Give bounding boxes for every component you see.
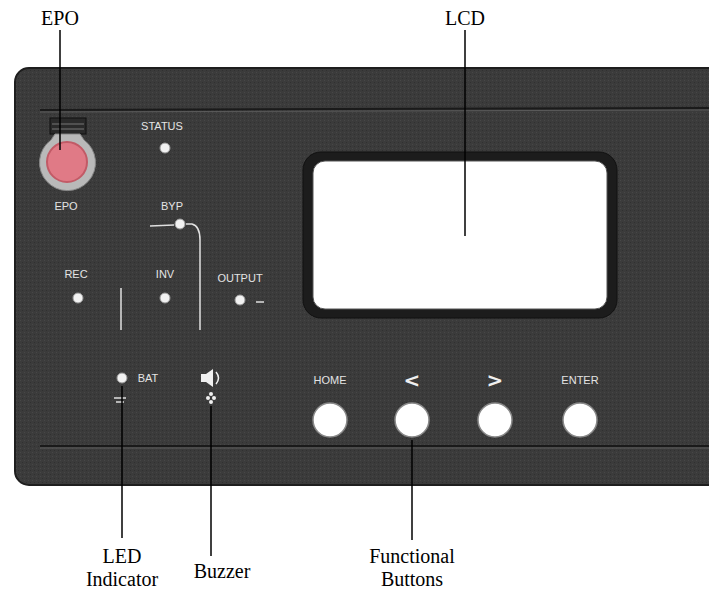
panel-groove [40, 448, 709, 449]
function-button [313, 403, 597, 437]
led [73, 143, 245, 383]
epo-cover [40, 134, 96, 191]
panel-groove [40, 108, 709, 110]
lcd-bezel [303, 152, 617, 318]
front-panel [15, 68, 709, 485]
button-symbol: < [404, 369, 421, 392]
callout-label: Buzzer [194, 560, 251, 583]
leader-line [60, 30, 465, 556]
callout-label: Functional Buttons [357, 545, 467, 591]
led-label: STATUS [141, 120, 183, 133]
epo-cover-hinge [50, 118, 86, 134]
flow-line [114, 224, 264, 402]
button-symbol: > [487, 369, 504, 392]
speaker-icon [201, 369, 219, 404]
callout-label: LCD [445, 7, 485, 30]
panel-groove [40, 445, 709, 447]
led-label: OUTPUT [217, 272, 262, 285]
epo-button [47, 142, 87, 182]
led-label: BYP [161, 200, 183, 213]
lcd-screen [313, 161, 607, 309]
led-label: BAT [138, 372, 159, 385]
callout-label: LED Indicator [77, 545, 167, 591]
led-label: REC [64, 268, 87, 281]
callout-label: EPO [41, 7, 79, 30]
button-label: HOME [314, 374, 347, 387]
panel-groove [40, 110, 709, 112]
button-label: EPO [54, 200, 77, 213]
led-label: INV [156, 268, 174, 281]
button-label: ENTER [561, 374, 598, 387]
